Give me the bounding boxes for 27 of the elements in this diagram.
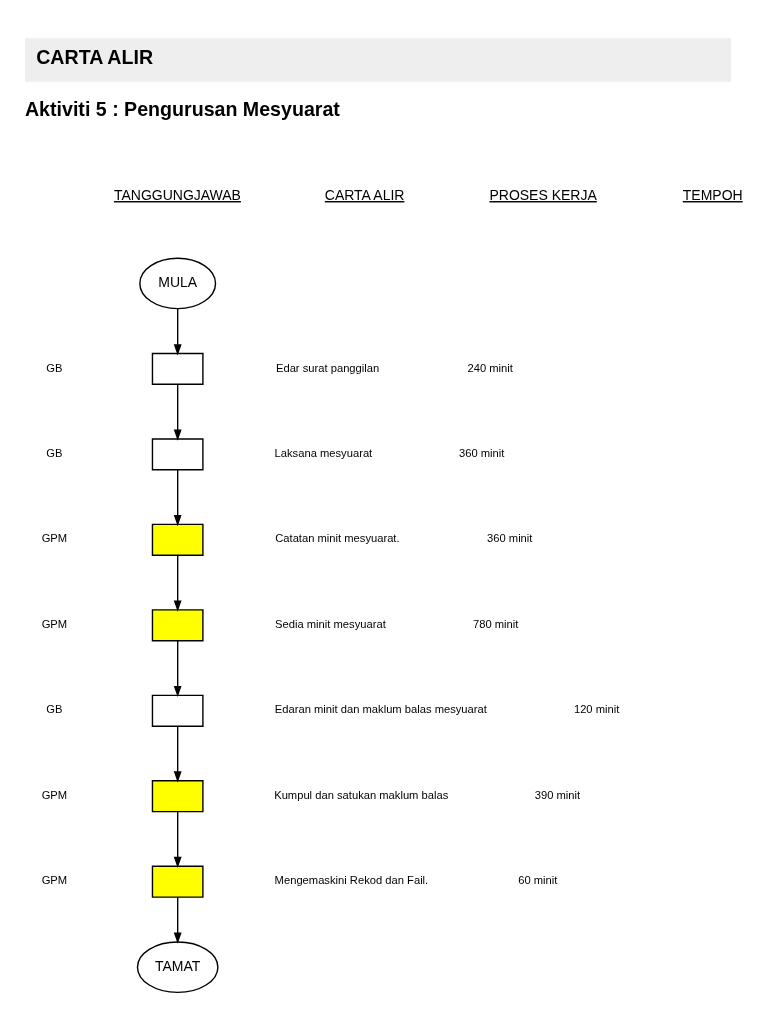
label: Kumpul dan satukan maklum balas	[274, 788, 449, 801]
label: TANGGUNGJAWAB	[113, 186, 241, 203]
label: 780 minit	[473, 617, 519, 630]
label: GPM	[41, 788, 68, 801]
label: GPM	[41, 531, 68, 544]
label: 360 minit	[459, 446, 505, 459]
label: Edar surat panggilan	[275, 361, 380, 374]
diagram-title: CARTA ALIR	[36, 45, 154, 68]
label: 120 minit	[573, 702, 620, 715]
label: 360 minit	[487, 531, 533, 544]
label: Sedia minit mesyuarat	[275, 617, 386, 630]
label: Aktiviti 5 : Pengurusan Mesyuarat	[24, 97, 340, 120]
label: Laksana mesyuarat	[274, 446, 373, 459]
label: PROSES KERJA	[489, 186, 597, 203]
label: 390 minit	[534, 788, 581, 801]
label: GB	[46, 361, 63, 374]
label: Mengemaskini Rekod dan Fail.	[274, 873, 429, 886]
label: CARTA ALIR	[324, 186, 405, 203]
label: Edaran minit dan maklum balas mesyuarat	[274, 702, 487, 715]
label: 240 minit	[467, 361, 513, 374]
label: 60 minit	[518, 873, 558, 886]
label: TEMPOH	[682, 186, 743, 203]
label: GB	[46, 446, 63, 459]
label: GPM	[41, 617, 68, 630]
label: GB	[46, 702, 63, 715]
label: Catatan minit mesyuarat.	[275, 531, 400, 544]
label: GPM	[41, 873, 68, 886]
